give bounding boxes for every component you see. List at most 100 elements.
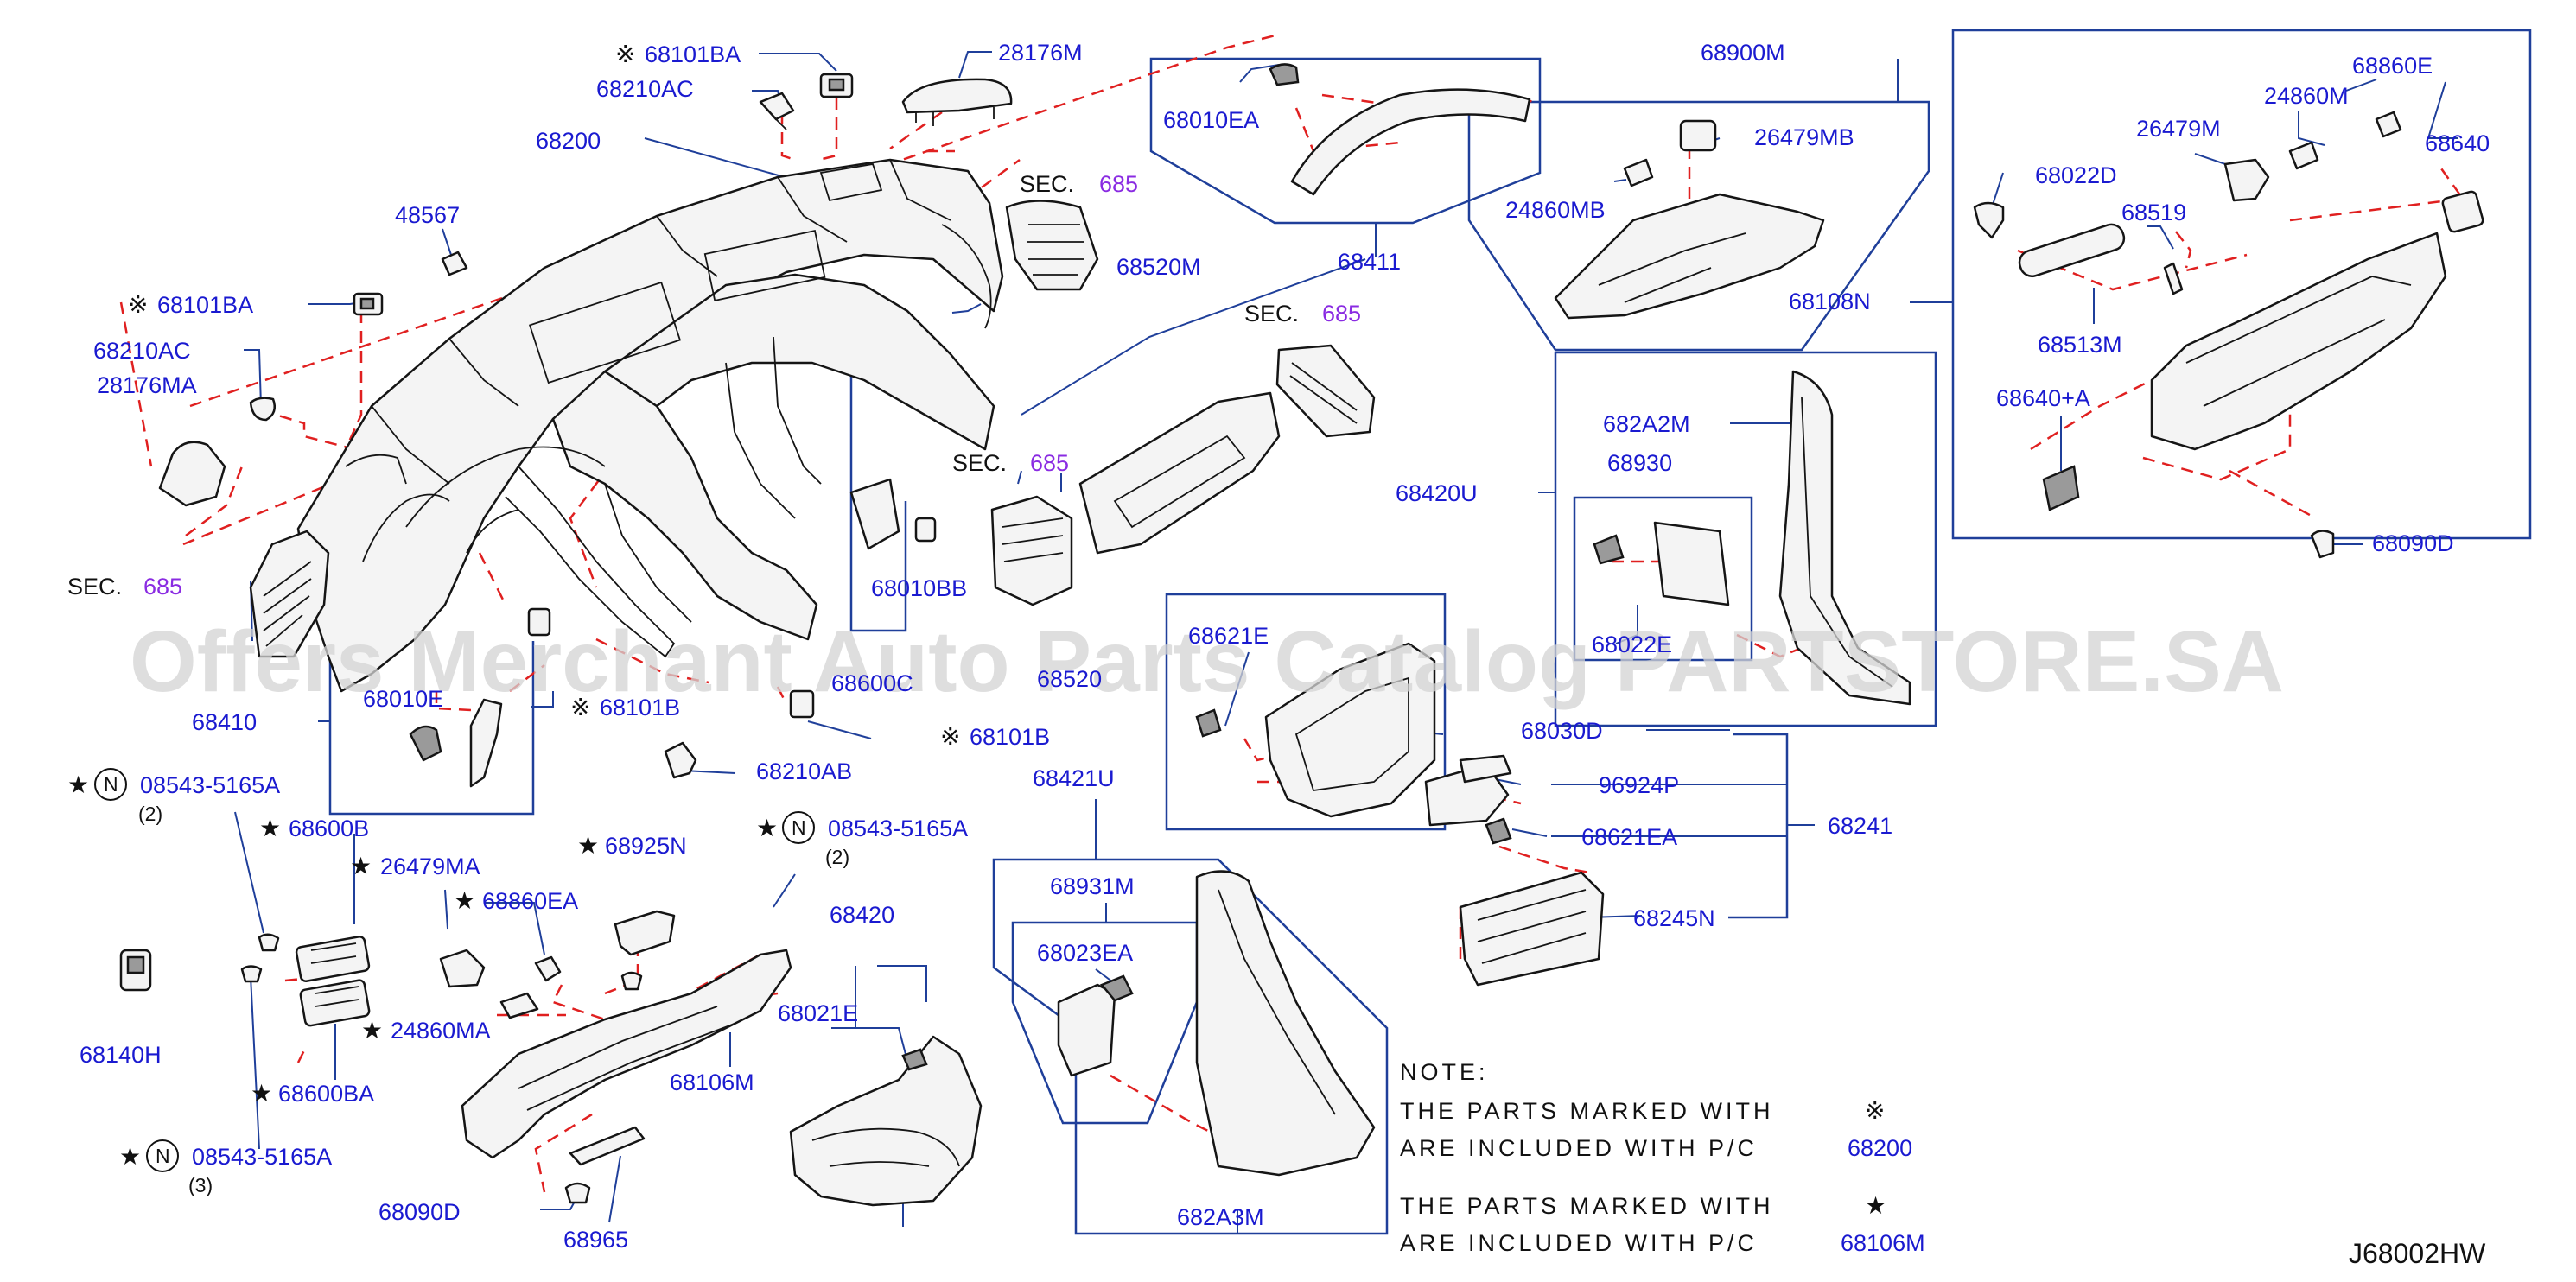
label-sec-top: SEC. (1020, 171, 1074, 197)
vent-sec-685-low (990, 495, 1073, 606)
clip-68021E (901, 1048, 928, 1071)
cover-28176MA (158, 441, 226, 507)
label-68600B: 68600B (289, 816, 369, 841)
screw-08543-c (240, 965, 263, 983)
label-28176MA: 28176MA (97, 372, 197, 398)
label-68600C: 68600C (831, 670, 913, 696)
label-68965: 68965 (563, 1227, 628, 1253)
diagram-code: J68002HW (2349, 1238, 2486, 1269)
label-68022E: 68022E (1592, 631, 1672, 657)
label-68241: 68241 (1828, 813, 1892, 839)
circle-n-2: N (792, 816, 806, 839)
label-96924P: 96924P (1599, 772, 1679, 798)
marker-star-5: ★ (577, 831, 599, 860)
bracket-68600C (849, 478, 900, 550)
marker-star-6: ★ (756, 814, 778, 842)
glove-box-68108N (2150, 232, 2447, 451)
clip-68010E (409, 725, 442, 762)
label-68421U: 68421U (1033, 765, 1115, 791)
label-68900M: 68900M (1701, 40, 1785, 66)
watermark: Offers Merchant Auto Parts Catalog PARTS… (130, 613, 2284, 710)
label-68021E: 68021E (778, 1000, 858, 1026)
label-68090D-left: 68090D (378, 1199, 461, 1225)
label-68022D: 68022D (2035, 162, 2117, 188)
part-26479MB (1679, 119, 1717, 152)
group-parts (119, 63, 2484, 1207)
label-682A3M: 682A3M (1177, 1204, 1264, 1230)
note-title: NOTE: (1400, 1059, 1489, 1085)
label-sec-ref-top: 685 (1099, 171, 1138, 197)
screw-08543-a (258, 933, 280, 952)
label-68925N: 68925N (605, 833, 687, 859)
label-68108N: 68108N (1789, 289, 1871, 314)
label-68411: 68411 (1338, 249, 1401, 275)
frame-68241 (1728, 733, 1789, 919)
marker-star-4: ★ (454, 886, 475, 915)
label-68030D: 68030D (1521, 718, 1603, 744)
marker-star-7: ★ (361, 1016, 383, 1044)
trim-682A3M (1195, 870, 1376, 1177)
frame-68930 (1573, 496, 1753, 662)
label-68210AC-left: 68210AC (93, 338, 191, 364)
cover-28176M (901, 78, 1013, 114)
panel-68245N (1459, 871, 1605, 987)
frame-68900M (1467, 100, 1930, 352)
label-sec-ref-mid: 685 (1322, 301, 1361, 327)
finisher-68520M (1078, 391, 1281, 555)
instrument-panel-68200 (296, 158, 1004, 693)
part-24860MA (499, 992, 539, 1019)
label-68621E: 68621E (1188, 623, 1269, 649)
label-68210AC-top: 68210AC (596, 76, 694, 102)
marker-star-3: ★ (350, 852, 372, 880)
screw-68210AB (664, 741, 697, 779)
label-68101BA-top: 68101BA (645, 41, 741, 67)
frame-68420U (1554, 351, 1937, 727)
note-marker-star: ★ (1865, 1191, 1886, 1220)
frame-68410 (328, 641, 535, 816)
label-28176M: 28176M (998, 40, 1083, 66)
label-68420: 68420 (830, 902, 894, 928)
part-26479M (2223, 158, 2270, 202)
circle-n-1: N (104, 773, 118, 796)
circle-n-icon-1 (94, 768, 127, 801)
marker-included-3: ※ (570, 693, 590, 721)
label-sec-ref-low: 685 (1030, 450, 1069, 476)
label-68140H: 68140H (80, 1042, 162, 1068)
note-block: NOTE: THE PARTS MARKED WITH ※ ARE INCLUD… (1400, 1059, 1925, 1256)
bracket-68925N (614, 910, 676, 956)
clip-68101B-2 (789, 689, 815, 719)
marker-star-2: ★ (259, 814, 281, 842)
note-line2b: ARE INCLUDED WITH P/C (1400, 1230, 1758, 1256)
label-26479MB: 26479MB (1754, 124, 1854, 150)
part-68640 (2441, 190, 2484, 233)
label-68420U: 68420U (1396, 480, 1478, 506)
label-sec-mid: SEC. (1244, 301, 1299, 327)
trim-682A2M (1778, 370, 1911, 706)
circle-n-icon-2 (782, 811, 815, 844)
label-68200: 68200 (536, 128, 601, 154)
label-08543-a-qty: (2) (138, 803, 162, 825)
part-96924P (1459, 754, 1512, 784)
label-08543-a: 08543-5165A (140, 772, 280, 798)
note-line1a: THE PARTS MARKED WITH (1400, 1098, 1774, 1124)
part-68640A (2042, 465, 2080, 511)
label-682A2M: 682A2M (1603, 411, 1690, 437)
label-68640A: 68640+A (1996, 385, 2090, 411)
screw-68210AC-left (249, 397, 276, 422)
part-26479MA (439, 949, 486, 988)
part-24860MB (1623, 158, 1654, 187)
part-68930 (1653, 521, 1730, 606)
label-68931M: 68931M (1050, 873, 1135, 899)
label-68010EA: 68010EA (1163, 107, 1259, 133)
label-26479M: 26479M (2136, 116, 2221, 142)
screw-68090D-left (564, 1182, 591, 1204)
label-68245N: 68245N (1633, 905, 1715, 931)
label-08543-c: 08543-5165A (192, 1144, 332, 1170)
group-frames (328, 29, 2532, 1235)
marker-included-2: ※ (128, 290, 148, 319)
label-08543-c-qty: (3) (188, 1174, 213, 1196)
label-26479MA: 26479MA (380, 854, 480, 879)
marker-star-1: ★ (67, 771, 89, 799)
note-marker-included: ※ (1865, 1096, 1885, 1125)
